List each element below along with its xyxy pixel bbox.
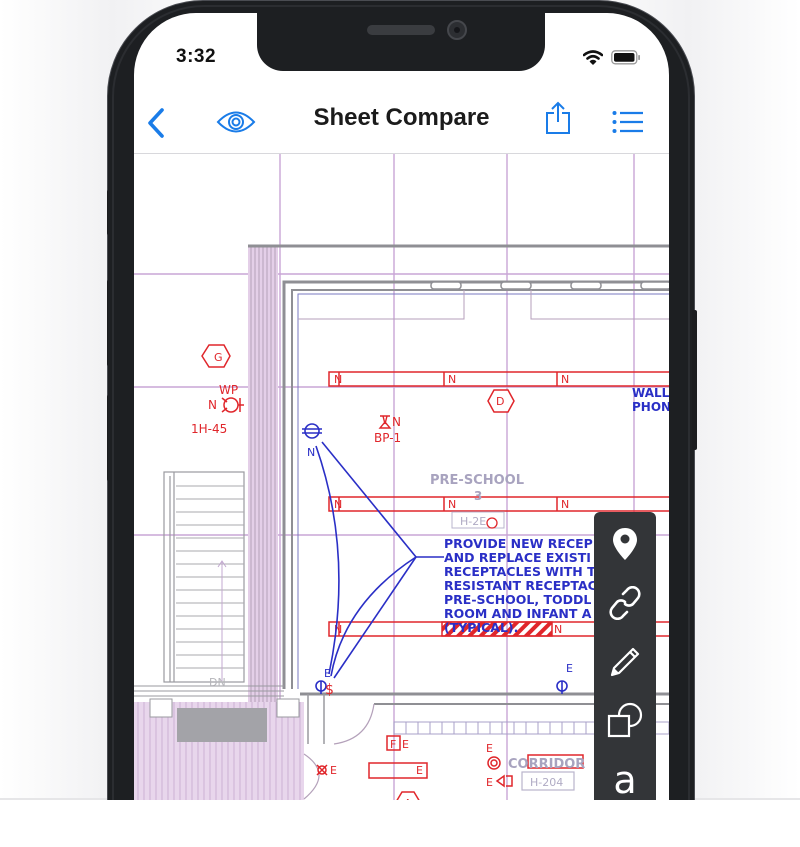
fixture-label: N <box>561 498 569 511</box>
e-label: E <box>416 764 423 777</box>
text-icon: a <box>613 758 637 800</box>
wall-phone-label-2: PHON <box>632 400 669 414</box>
fixture-label: N <box>448 498 456 511</box>
bp1-label: BP-1 <box>374 431 401 445</box>
markup-toolbar: a <box>594 512 656 800</box>
e-label: E <box>402 738 409 751</box>
view-toggle-button[interactable] <box>216 109 256 140</box>
corridor-label: CORRIDOR <box>508 757 585 772</box>
pencil-icon <box>610 647 640 677</box>
stair-dn-label: DN <box>209 676 226 689</box>
wall-phone-label: WALL <box>632 386 669 400</box>
fixture-label: N <box>334 498 342 511</box>
fixture-label: N <box>561 373 569 386</box>
fixture-label: N <box>334 373 342 386</box>
navigation-bar: Sheet Compare <box>134 91 669 154</box>
map-pin-icon <box>613 528 637 560</box>
fixture-label: N <box>448 373 456 386</box>
sheet-compare-canvas[interactable]: DN <box>134 154 669 800</box>
circuit-label: 1H-45 <box>191 422 227 436</box>
note-line: PRE-SCHOOL, TODDL <box>444 592 591 607</box>
fixture-label: N <box>334 623 342 636</box>
share-button[interactable] <box>544 101 572 140</box>
e-label: E <box>486 742 493 755</box>
shapes-icon <box>607 702 643 738</box>
fixture-label: N <box>554 623 562 636</box>
f-label: F <box>390 738 396 751</box>
e-label: E <box>486 776 493 789</box>
e-label: E <box>330 764 337 777</box>
status-icons <box>582 50 641 70</box>
page-title: Sheet Compare <box>313 104 490 131</box>
link-icon <box>609 586 641 620</box>
side-button-volume-up <box>107 280 108 366</box>
pin-tool-button[interactable] <box>594 516 656 572</box>
blue-n-label: N <box>307 446 315 459</box>
note-line: PROVIDE NEW RECEP <box>444 536 593 551</box>
hex-tag-g: G <box>214 351 223 364</box>
e-label: E <box>566 662 573 675</box>
link-tool-button[interactable] <box>594 575 656 631</box>
share-icon <box>546 101 570 134</box>
room-number: 3 <box>474 489 482 503</box>
note-line: RECEPTACLES WITH T <box>444 564 596 579</box>
hex-tag-a: A <box>404 797 412 800</box>
note-line: AND REPLACE EXISTI <box>444 550 591 565</box>
text-tool-button[interactable]: a <box>594 752 656 800</box>
back-button[interactable] <box>146 107 166 144</box>
battery-icon <box>611 50 641 70</box>
front-camera <box>447 20 467 40</box>
bp1-n-label: N <box>392 415 401 429</box>
pencil-tool-button[interactable] <box>594 634 656 690</box>
room-name: PRE-SCHOOL <box>430 473 524 488</box>
side-button-power <box>692 310 697 450</box>
note-line: RESISTANT RECEPTAC <box>444 578 597 593</box>
side-button-silent <box>107 190 108 235</box>
note-line: ROOM AND INFANT A <box>444 606 592 621</box>
status-time: 3:32 <box>176 46 217 67</box>
chevron-left-icon <box>148 108 164 138</box>
phone-notch <box>257 13 545 71</box>
n-label: N <box>208 398 217 412</box>
phone-screen: 3:32 <box>134 13 669 800</box>
hex-tag-d: D <box>496 395 504 408</box>
room-tag: H-2E <box>460 515 486 528</box>
list-icon <box>612 111 643 133</box>
wp-label: WP <box>219 383 238 397</box>
speaker-grille <box>367 25 435 35</box>
shape-tool-button[interactable] <box>594 693 656 749</box>
side-button-volume-down <box>107 395 108 481</box>
switch-symbol: $ <box>325 682 334 698</box>
wifi-icon <box>582 50 604 70</box>
note-line: (TYPICAL). <box>444 620 518 635</box>
e-label: E <box>324 667 331 680</box>
phone-device: 3:32 <box>107 0 697 800</box>
corridor-tag: H-204 <box>530 776 563 789</box>
eye-icon <box>216 111 256 133</box>
sheet-list-button[interactable] <box>612 110 644 139</box>
